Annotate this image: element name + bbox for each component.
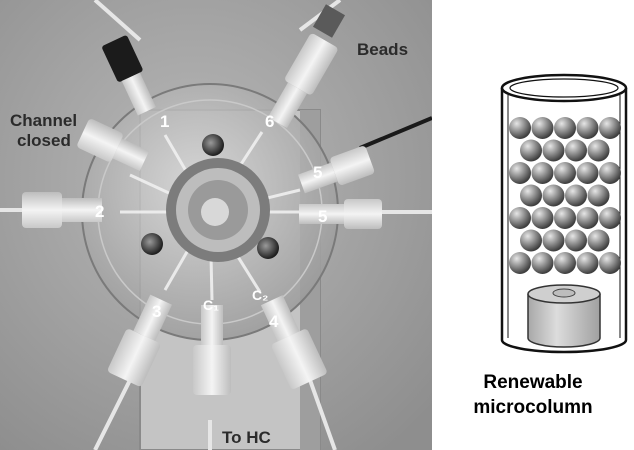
bead [531,117,554,139]
microcolumn-caption-line1: Renewable [483,372,583,393]
bead [531,162,554,184]
bead [599,162,621,184]
bead [520,139,542,162]
fitting-5b [299,199,382,229]
channel-closed-label-line2: closed [17,131,71,150]
to-hc-label: To HC [222,428,271,447]
port-2-label: 2 [95,202,105,221]
bead [509,252,531,274]
port-5a-label: 5 [313,163,323,182]
bead [520,184,542,207]
bead [542,184,565,207]
bead [509,207,531,229]
valve-photo [0,0,432,450]
bead [587,139,610,162]
microcolumn-diagram [500,73,628,354]
fitting-4 [260,295,327,389]
bead [531,252,554,274]
bead [576,117,599,139]
beads-label: Beads [357,40,409,59]
fitting-closed [77,119,150,172]
bead [576,207,599,229]
bead [565,184,587,207]
bead [509,162,531,184]
black-tubing [359,116,432,150]
port-6-label: 6 [265,112,275,131]
bolt [202,134,224,156]
port-3-label: 3 [152,302,162,321]
port-1-label: 1 [160,112,170,131]
bolt [257,237,279,259]
channel-closed-label-line1: Channel [10,111,78,130]
bead [587,229,610,252]
metal-tip [312,4,346,38]
bead [520,229,542,252]
fitting-black [102,35,156,116]
bolt [141,233,163,255]
bead [509,117,531,139]
bead [587,184,610,207]
c1-label: C₁ [203,297,219,313]
bead [565,139,587,162]
c2-label: C₂ [252,287,269,303]
fitting-2 [22,192,102,228]
bead [554,162,576,184]
fitting-5a [298,146,375,194]
bead [599,252,621,274]
bead [565,229,587,252]
fitting-3 [108,294,173,387]
column-plug [527,284,601,348]
port-5b-label: 5 [318,207,328,226]
bead [599,117,621,139]
bead [542,139,565,162]
bead [599,207,621,229]
beads-packing [509,117,621,274]
bead [576,252,599,274]
bead [554,252,576,274]
bead [554,207,576,229]
port-4-label: 4 [269,312,279,331]
fitting-c1 [193,305,231,395]
bead [554,117,576,139]
bead [531,207,554,229]
bead [542,229,565,252]
fitting-beads [267,33,338,129]
microcolumn-caption-line2: microcolumn [473,397,593,418]
bead [576,162,599,184]
